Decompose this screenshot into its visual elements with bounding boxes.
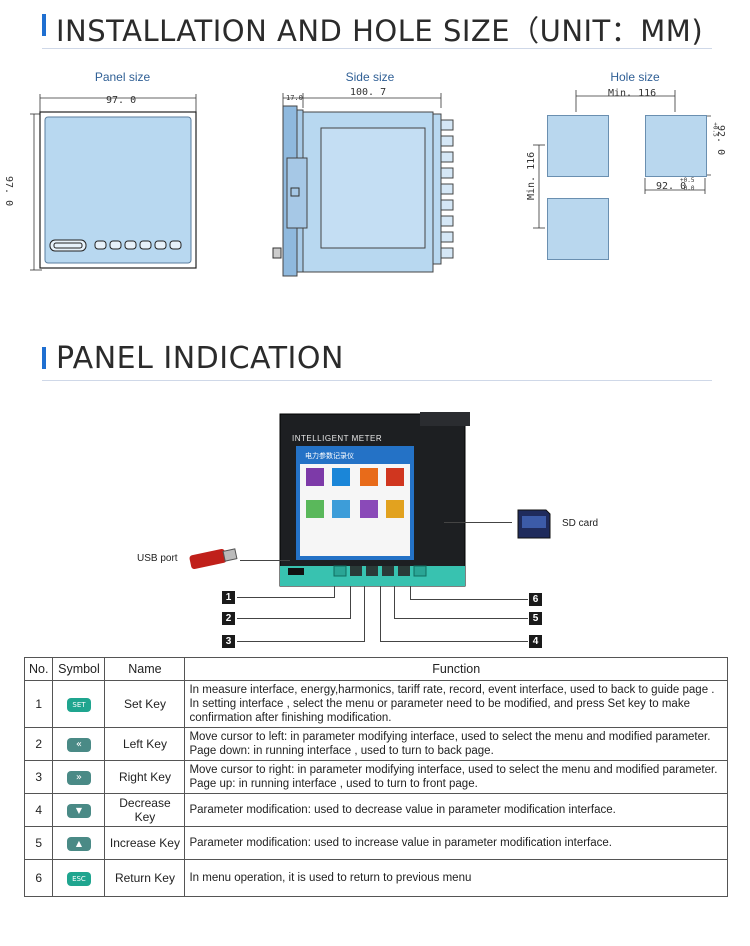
callout-line-5 [394, 618, 528, 619]
row-function: In menu operation, it is used to return … [184, 859, 728, 897]
hole-size-label: Hole size [610, 70, 660, 84]
row-function: Move cursor to right: in parameter modif… [184, 760, 728, 794]
hole-h-tol-plus: +0.5 [680, 177, 695, 184]
callout-badge-4: 4 [529, 635, 542, 648]
row-name: Increase Key [104, 826, 186, 860]
panel-height-dim: 97. 0 [3, 176, 14, 207]
col-header-no: No. [23, 657, 54, 681]
hole-top-left [547, 115, 609, 177]
section-accent-bar [42, 347, 46, 369]
col-header-symbol: Symbol [52, 657, 106, 681]
table-row: 2 « Left Key Move cursor to left: in par… [23, 727, 728, 761]
row-name: Left Key [104, 727, 186, 761]
sd-card-label: SD card [562, 518, 599, 529]
row-function: Parameter modification: used to increase… [184, 826, 728, 860]
right-key-icon: » [66, 771, 91, 785]
callout-badge-6: 6 [529, 593, 542, 606]
section-divider [42, 380, 712, 381]
table-row: 5 ▲ Increase Key Parameter modification:… [23, 826, 728, 860]
row-name: Decrease Key [104, 793, 186, 827]
esc-key-icon: ESC [66, 872, 91, 886]
callout-line-4 [380, 641, 528, 642]
hole-h-dim: 92. 0 [656, 181, 687, 192]
table-row: 4 ▼ Decrease Key Parameter modification:… [23, 793, 728, 827]
row-no: 5 [23, 826, 54, 860]
section-divider [42, 48, 712, 49]
row-name: Right Key [104, 760, 186, 794]
hole-min-h-dim: Min. 116 [608, 88, 657, 99]
callout-line-1v [334, 586, 335, 598]
row-function: Move cursor to left: in parameter modify… [184, 727, 728, 761]
row-no: 1 [23, 680, 54, 728]
side-front-dim: 17.0 [286, 94, 303, 102]
panel-width-dim: 97. 0 [106, 95, 137, 106]
callout-line-5v [394, 586, 395, 619]
usb-port-label: USB port [137, 553, 178, 564]
key-function-table: No. Symbol Name Function 1 SET Set Key I… [23, 657, 728, 897]
meter-screen-title: 电力参数记录仪 [305, 453, 354, 460]
usb-leader-line [240, 560, 290, 561]
hole-top-right [645, 115, 707, 177]
sd-leader-line [444, 522, 512, 523]
side-depth-dim: 100. 7 [350, 87, 387, 98]
meter-title: INTELLIGENT METER [292, 434, 383, 443]
col-header-function: Function [184, 657, 728, 681]
hole-v-tol-plus: +0.5 [711, 122, 719, 137]
row-function: Parameter modification: used to decrease… [184, 793, 728, 827]
table-header-row: No. Symbol Name Function [23, 657, 728, 681]
increase-key-icon: ▲ [66, 837, 91, 851]
table-row: 3 » Right Key Move cursor to right: in p… [23, 760, 728, 794]
hole-min-v-dim: Min. 116 [526, 151, 537, 200]
row-no: 2 [23, 727, 54, 761]
section-accent-bar [42, 14, 46, 36]
row-name: Return Key [104, 859, 186, 897]
callout-line-1 [237, 597, 335, 598]
row-no: 6 [23, 859, 54, 897]
row-no: 4 [23, 793, 54, 827]
row-name: Set Key [104, 680, 186, 728]
callout-line-2 [237, 618, 351, 619]
callout-line-2v [350, 586, 351, 619]
set-key-icon: SET [66, 698, 91, 712]
table-row: 6 ESC Return Key In menu operation, it i… [23, 859, 728, 897]
panel-size-label: Panel size [94, 70, 151, 84]
col-header-name: Name [104, 657, 186, 681]
hole-h-tol-minus: -0.0 [680, 185, 695, 192]
installation-title: INSTALLATION AND HOLE SIZE（UNIT：MM) [56, 14, 704, 48]
row-function: In measure interface, energy,harmonics, … [184, 680, 728, 728]
callout-line-3 [237, 641, 365, 642]
panel-indication-title: PANEL INDICATION [56, 341, 344, 376]
callout-line-4v [380, 586, 381, 642]
hole-bottom-left [547, 198, 609, 260]
callout-badge-5: 5 [529, 612, 542, 625]
side-size-label: Side size [345, 70, 395, 84]
callout-badge-2: 2 [222, 612, 235, 625]
callout-badge-1: 1 [222, 591, 235, 604]
callout-line-6 [410, 599, 528, 600]
row-no: 3 [23, 760, 54, 794]
callout-line-3v [364, 586, 365, 642]
callout-line-6v [410, 586, 411, 600]
table-row: 1 SET Set Key In measure interface, ener… [23, 680, 728, 728]
left-key-icon: « [66, 738, 91, 752]
callout-badge-3: 3 [222, 635, 235, 648]
decrease-key-icon: ▼ [66, 804, 91, 818]
